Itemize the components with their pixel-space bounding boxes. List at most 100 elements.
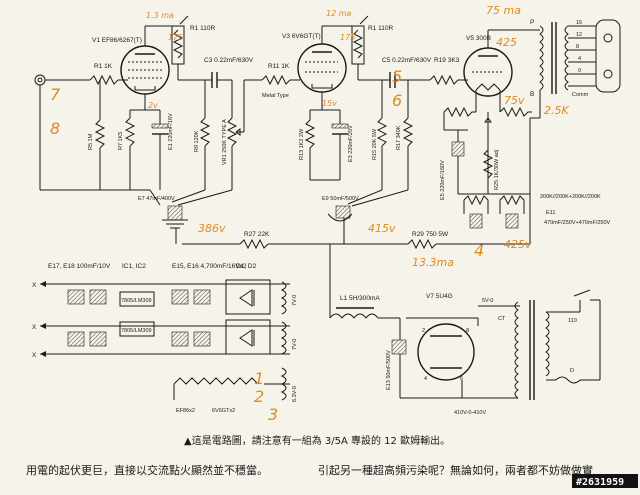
r9-label: R9 120K bbox=[194, 130, 200, 152]
6v6x2-label: 6V6GTx2 bbox=[212, 408, 235, 414]
hand-load: 2.5K bbox=[544, 104, 569, 117]
tube-v5: V5 300B bbox=[463, 29, 540, 100]
hand-n2: 2 bbox=[254, 387, 264, 406]
hand-v1-plate: 175 bbox=[168, 33, 183, 42]
hand-v1-current: 1.3 ma bbox=[146, 11, 174, 20]
bottom-left-text: 用電的起伏更巨，直接以交流點火顯然並不穩當。 bbox=[26, 463, 268, 477]
ground-bus: E7 47mF/400V bbox=[40, 189, 233, 229]
e1-label: E1 220mF/16V bbox=[168, 113, 174, 150]
hand-n6: 6 bbox=[392, 91, 402, 110]
d-label: D1, D2 bbox=[236, 263, 257, 270]
v5-cathode-network: R25 1K/30W adj E5 220mF/160V bbox=[440, 100, 532, 200]
v3-cathode-network: R13 1K2 2W E3 220mF/25V bbox=[299, 92, 354, 180]
e7-label: E7 47mF/400V bbox=[138, 196, 175, 202]
r29-label: R29 750 5W bbox=[412, 231, 449, 238]
v1-label: V1 EF86/6267(T) bbox=[92, 37, 142, 44]
v1-plate-resistor: R1 110R bbox=[144, 15, 215, 81]
hand-v3-current: 12 ma bbox=[326, 9, 352, 18]
v5-label: V5 300B bbox=[466, 35, 491, 42]
input-jack bbox=[34, 74, 90, 190]
hand-v3-plate: 175 bbox=[340, 33, 355, 42]
x1-label: X bbox=[32, 282, 37, 289]
hand-bplus2: 415v bbox=[368, 222, 396, 235]
capacitor-c5: C5 0.22mF/630V bbox=[382, 57, 432, 88]
primary-p-label: P bbox=[530, 19, 534, 26]
res-chain-label: 200K//200K+200K//200K bbox=[540, 194, 601, 200]
resistor-r11: R11 1K bbox=[243, 63, 300, 92]
resistor-r9: R9 120K bbox=[194, 80, 211, 190]
r27-label: R27 22K bbox=[244, 231, 270, 238]
resistor-chain: 200K//200K+200K//200K E11 470mF/250V+470… bbox=[458, 193, 611, 229]
power-supply: L1 5H/300mA E13 50mF/500V V7 5U4G 2 8 4 … bbox=[329, 244, 601, 416]
ic-label: IC1, IC2 bbox=[122, 263, 146, 270]
v7-0a-label: 7V-0 bbox=[292, 295, 298, 306]
hand-v1-cath: 2v bbox=[148, 101, 158, 110]
output-taps: 16 12 8 4 0 Comm bbox=[568, 19, 621, 98]
reg1-label: 7805/LM309 bbox=[121, 298, 152, 304]
v1-cathode-network: R7 1K5 E1 220mF/16V bbox=[118, 94, 174, 190]
hand-n5: 5 bbox=[392, 67, 402, 86]
hand-n3: 3 bbox=[268, 405, 278, 424]
hand-current-r29: 13.3ma bbox=[412, 256, 454, 269]
hand-v3-cath: 15v bbox=[322, 99, 337, 108]
pin-6: 6 bbox=[460, 376, 463, 382]
x2-label: X bbox=[32, 324, 37, 331]
vr1-label: VR1 250K TYPE A bbox=[222, 119, 228, 165]
hv-label: 410V-0-410V bbox=[454, 410, 486, 416]
e13-label: E13 50mF/500V bbox=[386, 350, 392, 390]
e9-label: E9 50mF/500V bbox=[322, 196, 359, 202]
hand-v5-cath: 75v bbox=[504, 94, 525, 107]
v7-label: V7 5U4G bbox=[426, 293, 453, 300]
r13-label: R13 1K2 2W bbox=[299, 128, 305, 160]
heater-supply: E17, E18 100mF/10V IC1, IC2 E15, E16 4,7… bbox=[32, 263, 298, 414]
r1-110r-label: R1 110R bbox=[190, 25, 215, 32]
watermark-bg bbox=[572, 474, 638, 488]
resistor-r1-1k: R1 1K bbox=[89, 63, 128, 86]
ef86x2-label: EF86x2 bbox=[176, 408, 195, 414]
ct-label: CT bbox=[498, 316, 506, 322]
watermark: #2631959 bbox=[576, 477, 624, 488]
fuse-label: D bbox=[570, 368, 574, 374]
handwritten-annotations: 1.3 ma 175 2v 12 ma 175 15v 75 ma 425 75… bbox=[50, 4, 569, 424]
capacitor-c3: C3 0.22mF/630V bbox=[204, 57, 254, 88]
e11-label: E11 bbox=[546, 210, 555, 216]
pin-8: 8 bbox=[466, 328, 469, 334]
r17-label: R17 340K bbox=[396, 125, 402, 150]
output-transformer: P B bbox=[529, 19, 569, 236]
hand-v5-plate: 425 bbox=[496, 36, 517, 49]
tap-0: 0 bbox=[578, 68, 581, 74]
pin-2: 2 bbox=[422, 328, 425, 334]
reg2-label: 7805/LM309 bbox=[121, 328, 152, 334]
l1-label: L1 5H/300mA bbox=[340, 295, 380, 302]
tap-4: 4 bbox=[578, 56, 581, 62]
resistor-r15: R15 20K 5W bbox=[372, 80, 388, 190]
v3-label: V3 6V6GT(T) bbox=[282, 33, 321, 40]
capacitor-e9: E9 50mF/500V bbox=[310, 179, 409, 222]
resistor-r19: R19 3K3 bbox=[429, 57, 468, 86]
primary-b-label: B bbox=[530, 91, 534, 98]
metal-type-label: Metal Type bbox=[262, 93, 289, 99]
mains-label: 110 bbox=[568, 318, 577, 324]
hand-n7: 7 bbox=[50, 85, 61, 104]
e3-label: E3 220mF/25V bbox=[348, 125, 354, 162]
r15-label: R15 20K 5W bbox=[372, 128, 378, 160]
resistor-r17: R17 340K bbox=[396, 80, 414, 190]
tap-comm: Comm bbox=[572, 92, 589, 98]
bplus-rail: R27 22K R29 750 5W bbox=[175, 188, 531, 250]
v63-label: 6.3V-0 bbox=[292, 386, 298, 402]
r25-label: R25 1K/30W adj bbox=[494, 150, 500, 190]
hand-v5-current: 75 ma bbox=[486, 4, 521, 17]
hand-n4: 4 bbox=[474, 241, 484, 260]
r1-1k-label: R1 1K bbox=[94, 63, 113, 70]
x3-label: X bbox=[32, 352, 37, 359]
v7-0b-label: 7V-0 bbox=[292, 339, 298, 350]
tap-8: 8 bbox=[576, 44, 579, 50]
e15-label: E15, E16 4,700mF/16Vx2 bbox=[172, 263, 247, 270]
hand-n1: 1 bbox=[254, 369, 264, 388]
resistor-r5: R5 1M bbox=[88, 80, 106, 190]
r11-110r-label: R1 110R bbox=[368, 25, 393, 32]
hand-bplus1: 386v bbox=[198, 222, 226, 235]
r7-label: R7 1K5 bbox=[118, 132, 124, 150]
